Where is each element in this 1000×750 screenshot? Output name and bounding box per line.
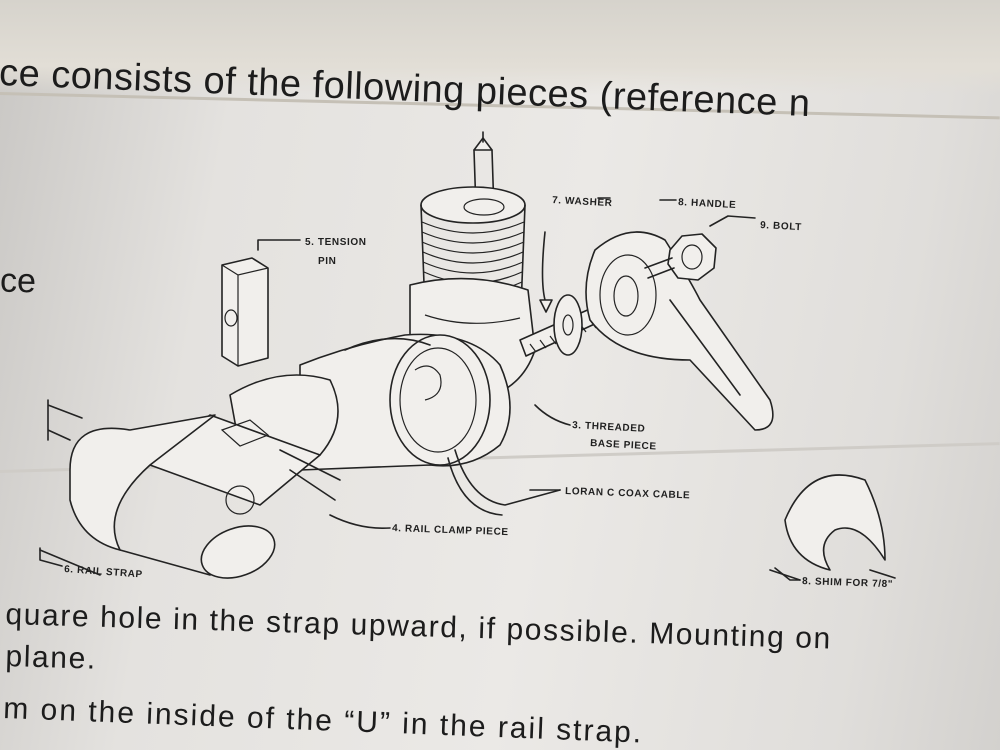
shim-drawing bbox=[769, 474, 896, 581]
rail-strap-drawing bbox=[69, 374, 341, 579]
label-coax-cable: LORAN C COAX CABLE bbox=[565, 486, 691, 501]
handle-drawing bbox=[585, 231, 774, 431]
label-bolt: 9. BOLT bbox=[760, 220, 802, 233]
label-rail-strap: 6. RAIL STRAP bbox=[64, 564, 143, 580]
rail-edge-drawing bbox=[39, 399, 101, 576]
rail-clamp-piece-drawing bbox=[299, 333, 511, 471]
label-threaded-base-2: BASE PIECE bbox=[590, 438, 657, 452]
label-threaded-base: 3. THREADED bbox=[572, 420, 646, 435]
label-tension-pin: 5. TENSION bbox=[305, 237, 367, 248]
label-tension-pin-2: PIN bbox=[318, 256, 336, 267]
label-washer: 7. WASHER bbox=[552, 195, 613, 209]
leader-lines bbox=[39, 197, 801, 581]
label-shim: 8. SHIM FOR 7/8" bbox=[802, 576, 893, 590]
nut-drawing bbox=[644, 233, 717, 281]
folded-top-flap bbox=[0, 0, 1000, 95]
label-handle: 8. HANDLE bbox=[678, 197, 737, 211]
label-rail-clamp: 4. RAIL CLAMP PIECE bbox=[392, 523, 509, 538]
body-text-line-2: plane. bbox=[5, 640, 98, 676]
tension-pin-drawing bbox=[221, 257, 269, 367]
coax-cable-drawing bbox=[447, 449, 561, 516]
